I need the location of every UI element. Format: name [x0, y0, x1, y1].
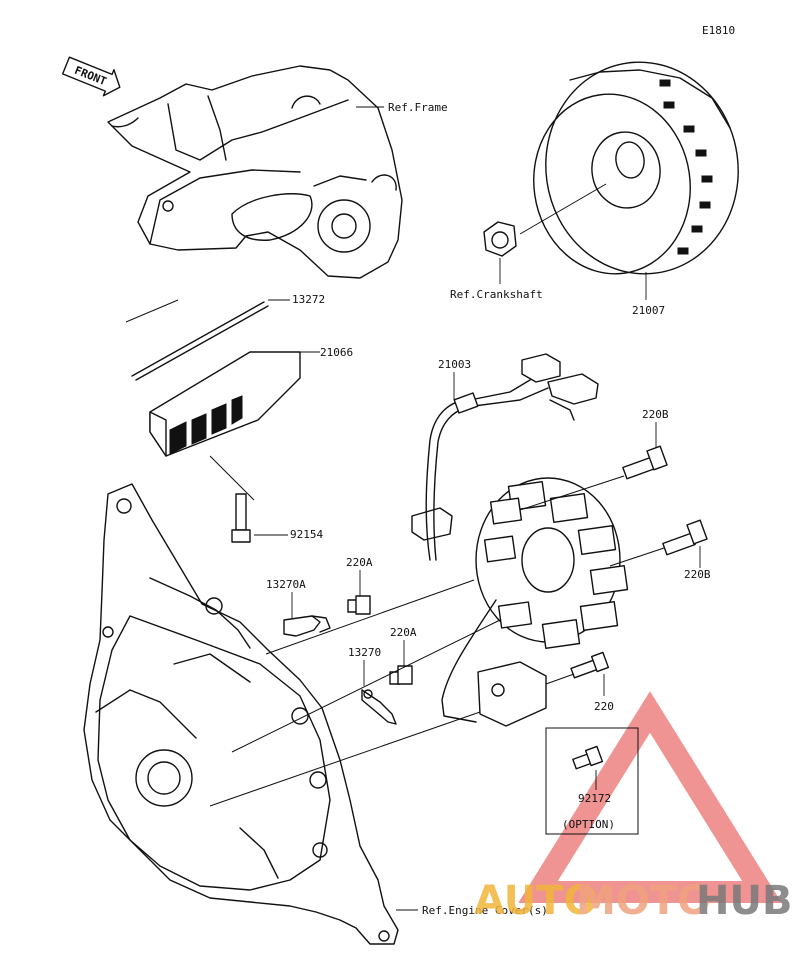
- option-label: (OPTION): [562, 818, 615, 831]
- watermark-logo-icon: [518, 691, 782, 903]
- frame-part: [107, 65, 403, 279]
- diagram-code-label: E1810: [702, 24, 735, 37]
- part-220a-lower-label: 220A: [390, 626, 417, 639]
- ref-crankshaft-label: Ref.Crankshaft: [450, 288, 543, 301]
- regulator-21066-part: [125, 299, 320, 501]
- bolt-220a-upper-part: [347, 570, 371, 615]
- watermark-hub: HUB: [696, 878, 792, 924]
- clamp-13270a-part: [283, 592, 331, 637]
- bolt-220-part: [545, 651, 610, 696]
- bolt-220b-upper-part: [519, 422, 668, 511]
- part-220b-upper-label: 220B: [642, 408, 669, 421]
- part-21066-label: 21066: [320, 346, 353, 359]
- stator-core: [475, 477, 629, 649]
- part-92172-label: 92172: [578, 792, 611, 805]
- part-21003-label: 21003: [438, 358, 471, 371]
- part-13270a-label: 13270A: [266, 578, 306, 591]
- rotor-21007-part: [519, 61, 739, 300]
- part-13272-label: 13272: [292, 293, 325, 306]
- clamp-13270-part: [361, 660, 397, 725]
- part-220a-upper-label: 220A: [346, 556, 373, 569]
- part-220b-lower-label: 220B: [684, 568, 711, 581]
- part-21007-label: 21007: [632, 304, 665, 317]
- option-box-92172: [545, 727, 639, 835]
- stator-21003-part: [231, 353, 629, 753]
- engine-cover-part: [83, 483, 418, 945]
- gasket-13272-part: [131, 299, 290, 381]
- part-13270-label: 13270: [348, 646, 381, 659]
- bolt-220a-lower-part: [389, 640, 413, 685]
- watermark-moto: MOTO: [576, 878, 711, 924]
- bolt-92154-part: [231, 493, 288, 543]
- part-220-label: 220: [594, 700, 614, 713]
- part-92154-label: 92154: [290, 528, 323, 541]
- crankshaft-nut-part: [483, 221, 517, 284]
- front-direction-arrow-icon: FRONT: [61, 56, 121, 97]
- bolt-220b-lower-part: [609, 519, 708, 568]
- ref-engine-cover-label: Ref.Engine Cover(s): [422, 904, 548, 917]
- watermark-auto: AUTO: [474, 878, 598, 924]
- ref-frame-label: Ref.Frame: [388, 101, 448, 114]
- pickup-sensor-part: [209, 661, 547, 807]
- watermark-text: AUTO MOTO HUB: [474, 878, 792, 924]
